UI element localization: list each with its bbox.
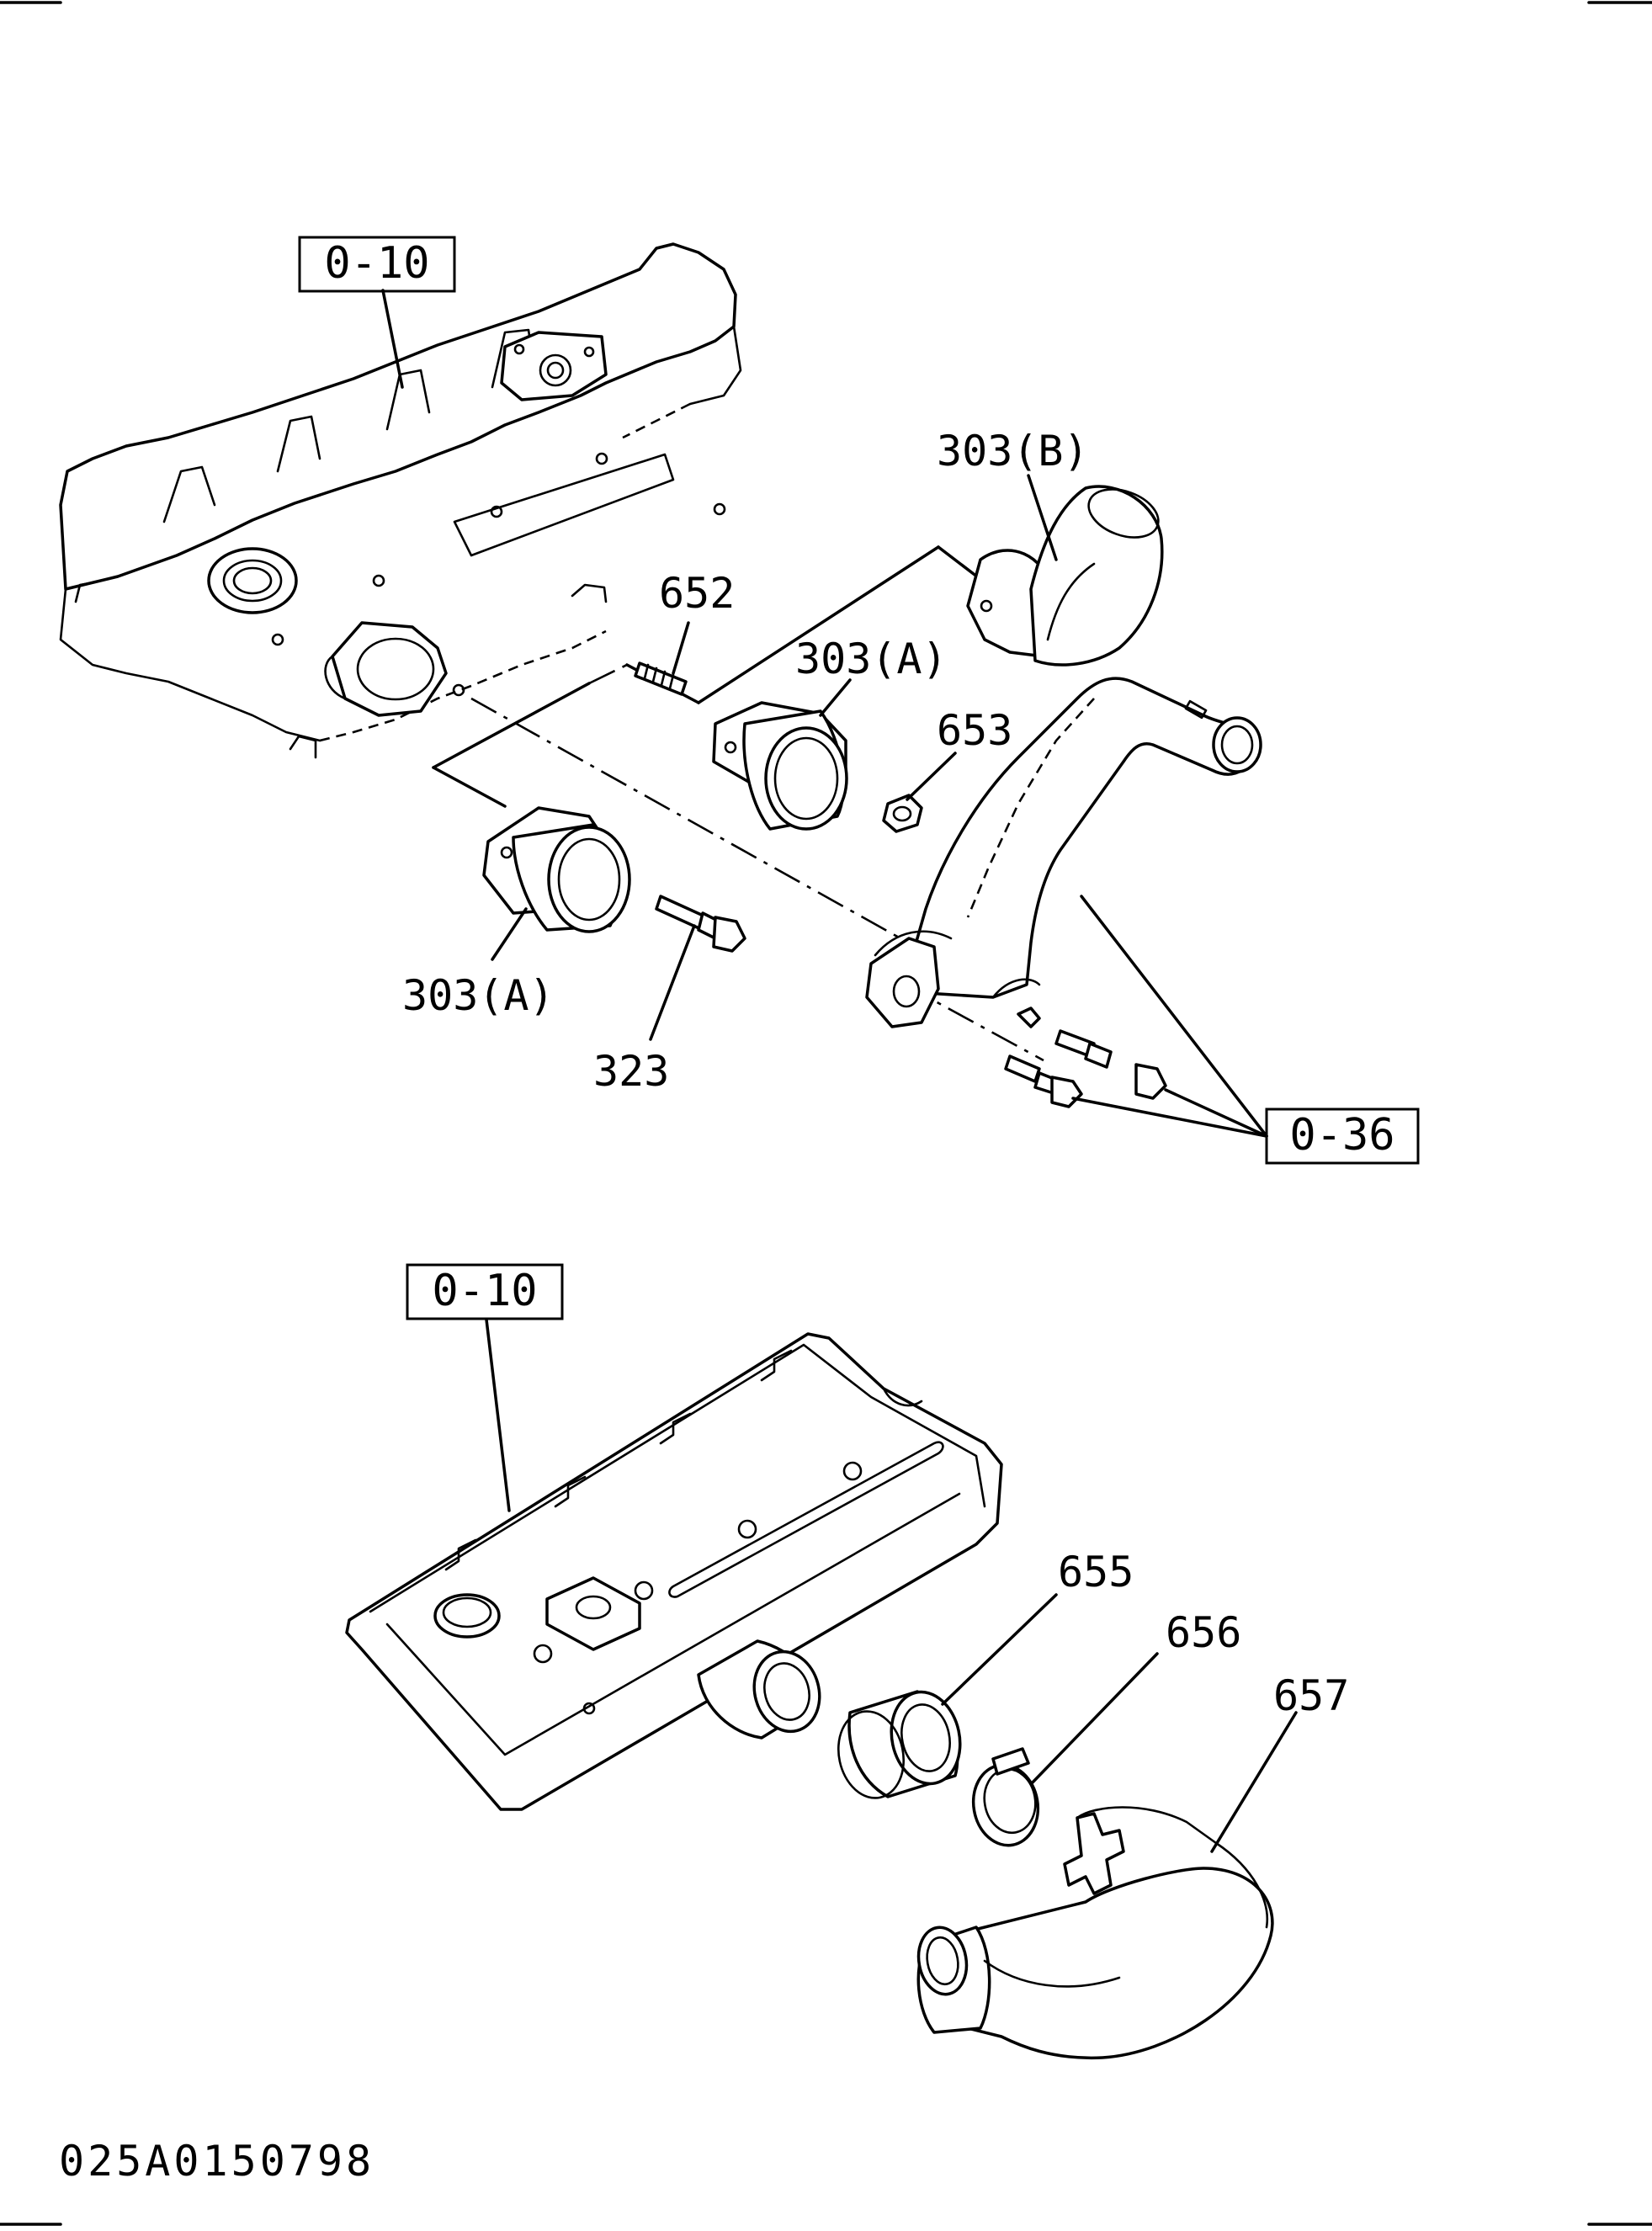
part-652-stud xyxy=(634,661,688,696)
upper-block-leader xyxy=(381,289,404,389)
callout-653: 653 xyxy=(937,706,1012,755)
pipe-assembly-0-36 xyxy=(865,677,1262,1108)
lower-block-ref-label: 0-10 xyxy=(432,1266,537,1316)
callout-303a-upper: 303(A) xyxy=(795,635,948,683)
part-655-connector xyxy=(837,1690,962,1799)
upper-head-block xyxy=(59,242,742,759)
upper-callout-leaders xyxy=(491,474,1058,1041)
part-653-nut xyxy=(882,794,923,833)
pipe-assembly-ref-label: 0-36 xyxy=(1289,1110,1394,1161)
lower-callout-leaders xyxy=(941,1593,1298,1853)
lower-block-ref: 0-10 xyxy=(406,1263,564,1320)
pipe-assembly-leaders xyxy=(1071,895,1268,1138)
upper-block-ref: 0-10 xyxy=(298,236,456,293)
part-657-elbow-hose xyxy=(916,1806,1274,2060)
callout-655: 655 xyxy=(1058,1548,1134,1596)
lower-block-leader xyxy=(485,1318,511,1512)
part-656-clamp xyxy=(971,1747,1040,1847)
callout-656: 656 xyxy=(1166,1608,1241,1657)
part-303a-lower xyxy=(482,806,631,933)
callout-323: 323 xyxy=(593,1047,669,1096)
part-323-bolt xyxy=(655,895,746,953)
callout-303a-lower: 303(A) xyxy=(402,971,555,1020)
upper-block-ref-label: 0-10 xyxy=(324,238,429,289)
callout-652: 652 xyxy=(659,569,735,618)
pipe-assembly-ref: 0-36 xyxy=(1265,1108,1420,1165)
callout-657: 657 xyxy=(1273,1671,1349,1720)
rocker-cover xyxy=(345,1332,1003,1811)
part-303b xyxy=(966,485,1164,667)
callout-303b: 303(B) xyxy=(937,427,1089,475)
part-303a-upper xyxy=(712,701,848,831)
document-id: 025A0150798 xyxy=(59,2137,374,2186)
